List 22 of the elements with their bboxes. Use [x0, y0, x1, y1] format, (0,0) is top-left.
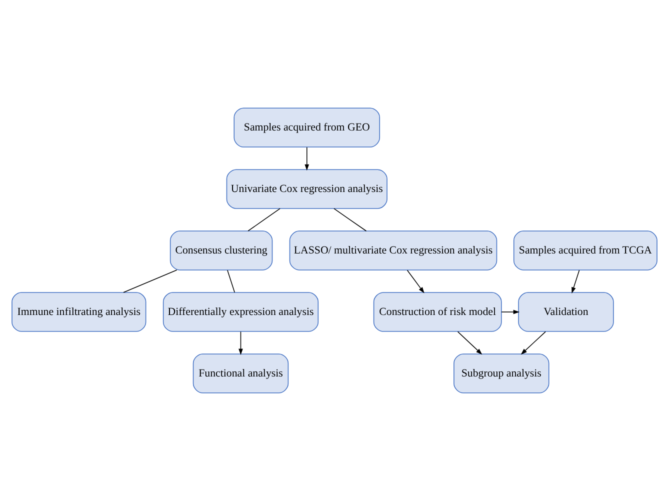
node-box: Univariate Cox regression analysis	[226, 169, 388, 209]
arrow	[457, 331, 482, 355]
arrow	[304, 146, 310, 171]
node-box: Consensus clustering	[170, 230, 273, 270]
arrow	[572, 270, 580, 294]
node-box: Immune infiltrating analysis	[12, 292, 146, 332]
node-box: Samples acquired from GEO	[234, 108, 380, 148]
node-box: Functional analysis	[192, 354, 289, 394]
connector	[334, 208, 367, 232]
node-box: LASSO/ multivariate Cox regression analysis	[289, 230, 498, 270]
arrow	[501, 310, 520, 314]
arrow	[238, 331, 243, 356]
connector	[123, 270, 178, 293]
connector	[227, 270, 236, 293]
node-box: Construction of risk model	[373, 292, 502, 332]
node-box: Validation	[518, 292, 614, 332]
node-box: Subgroup analysis	[454, 354, 550, 394]
node-box: Samples acquired from TCGA	[513, 230, 658, 270]
node-box: Differentially expression analysis	[162, 292, 319, 332]
connector	[248, 208, 280, 232]
arrow	[406, 270, 424, 294]
arrow	[520, 331, 546, 355]
